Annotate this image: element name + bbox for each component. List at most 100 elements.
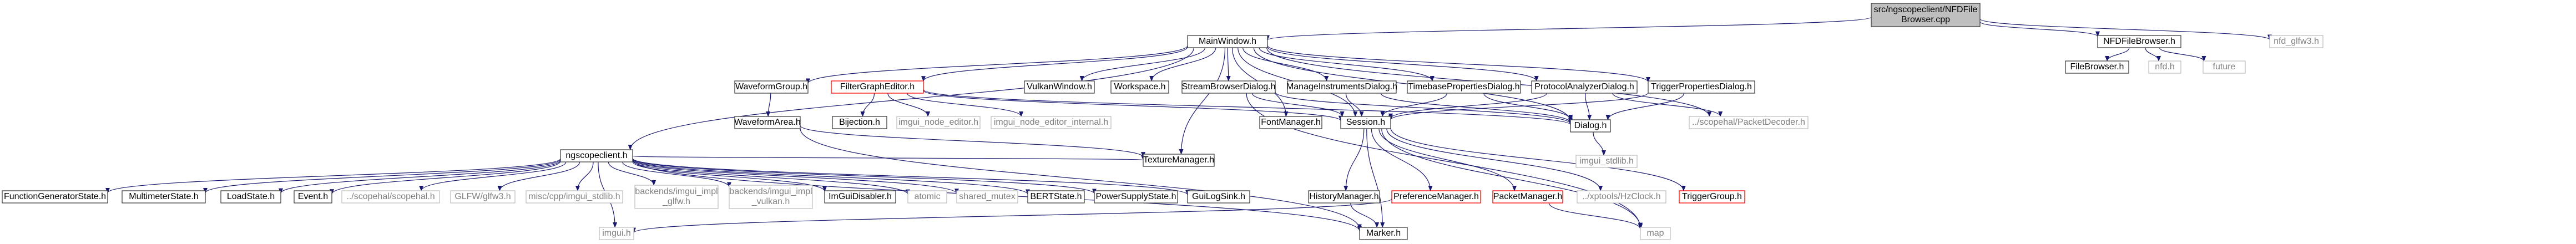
node-label: imgui_stdlib.h bbox=[1579, 156, 1634, 166]
node-label: imgui_node_editor.h bbox=[898, 118, 978, 127]
node-nfd: nfd.h bbox=[2148, 60, 2181, 74]
node-filebrowser[interactable]: FileBrowser.h bbox=[2065, 60, 2129, 74]
nodes-layer: src/ngscopeclient/NFDFileBrowser.cppMain… bbox=[2, 3, 2324, 240]
edge-session-to-marker bbox=[1366, 128, 1385, 228]
node-misc_stdlib: misc/cpp/imgui_stdlib.h bbox=[526, 190, 623, 204]
node-dialog[interactable]: Dialog.h bbox=[1570, 119, 1611, 133]
node-waveformgroup[interactable]: WaveformGroup.h bbox=[734, 80, 809, 94]
node-streambrowser[interactable]: StreamBrowserDialog.h bbox=[1181, 80, 1276, 94]
node-box bbox=[1871, 3, 1981, 27]
node-bertstate[interactable]: BERTState.h bbox=[1027, 190, 1085, 204]
node-timebaseproperties[interactable]: TimebasePropertiesDialog.h bbox=[1407, 80, 1521, 94]
node-label: WaveformArea.h bbox=[734, 118, 800, 127]
edge-ngscopeclient-to-functiongenstate bbox=[105, 158, 561, 194]
node-glfw3: GLFW/glfw3.h bbox=[450, 190, 516, 204]
node-label: backends/imgui_impl bbox=[635, 187, 718, 196]
edge-mainwindow-to-filtergrapheditor bbox=[921, 47, 1188, 82]
node-label: MainWindow.h bbox=[1199, 37, 1256, 46]
node-packetmanager[interactable]: PacketManager.h bbox=[1492, 190, 1563, 204]
node-label: FunctionGeneratorState.h bbox=[4, 192, 106, 201]
edge-timebaseproperties-to-dialog bbox=[1483, 93, 1573, 120]
node-mainwindow[interactable]: MainWindow.h bbox=[1187, 35, 1268, 48]
node-label: future bbox=[2213, 62, 2236, 72]
edge-nfdfilebrowser-to-future bbox=[2159, 47, 2206, 62]
edge-mainwindow-to-protocolanalyzer bbox=[1267, 46, 1539, 82]
node-imguidisabler[interactable]: ImGuiDisabler.h bbox=[824, 190, 896, 204]
node-filtergrapheditor[interactable]: FilterGraphEditor.h bbox=[831, 80, 924, 94]
node-texturemanager[interactable]: TextureManager.h bbox=[1143, 154, 1215, 167]
node-label: Bijection.h bbox=[839, 118, 880, 127]
edge-triggerproperties-to-dialog bbox=[1605, 93, 1685, 120]
node-box bbox=[2203, 60, 2246, 74]
edge-session-to-historymanager bbox=[1343, 128, 1365, 191]
node-label: map bbox=[1646, 228, 1664, 238]
node-box bbox=[1577, 190, 1666, 204]
edge-ngscopeclient-to-atomic bbox=[632, 160, 910, 195]
edge-mainwindow-to-ngscopeclient bbox=[628, 47, 1194, 150]
edge-filtergrapheditor-to-session bbox=[923, 90, 1343, 121]
node-box bbox=[729, 185, 813, 209]
edges-layer bbox=[105, 17, 2272, 233]
node-box bbox=[991, 116, 1112, 129]
node-marker[interactable]: Marker.h bbox=[1359, 227, 1408, 240]
node-label: Workspace.h bbox=[1114, 82, 1165, 92]
edge-mainwindow-to-workspace bbox=[1149, 47, 1216, 82]
node-manageinstruments[interactable]: ManageInstrumentsDialog.h bbox=[1286, 80, 1397, 94]
node-label: TextureManager.h bbox=[1143, 155, 1214, 165]
node-label: MultimeterState.h bbox=[129, 192, 198, 201]
node-bijection[interactable]: Bijection.h bbox=[832, 116, 887, 129]
node-preferencemanager[interactable]: PreferenceManager.h bbox=[1391, 190, 1481, 204]
edge-ngscopeclient-to-impl_glfw bbox=[608, 161, 656, 186]
edge-ngscopeclient-to-loadstate bbox=[279, 160, 561, 194]
node-nfdfilebrowser[interactable]: NFDFileBrowser.h bbox=[2097, 35, 2181, 48]
edge-nfdfilebrowser-to-nfd bbox=[2145, 47, 2161, 62]
node-waveformarea[interactable]: WaveformArea.h bbox=[734, 116, 801, 129]
node-box bbox=[907, 190, 947, 204]
edge-session-to-hzclock bbox=[1386, 128, 1603, 191]
node-map: map bbox=[1640, 227, 1671, 240]
edge-mainwindow-to-vulkanwindow bbox=[1079, 47, 1205, 82]
edge-session-to-map bbox=[1381, 128, 1643, 228]
node-historymanager[interactable]: HistoryManager.h bbox=[1308, 190, 1380, 204]
edge-protocolanalyzer-to-session bbox=[1388, 93, 1547, 119]
node-imgui: imgui.h bbox=[599, 227, 634, 240]
node-triggerproperties[interactable]: TriggerPropertiesDialog.h bbox=[1648, 80, 1755, 94]
edge-mainwindow-to-triggerproperties bbox=[1267, 45, 1650, 83]
node-box bbox=[1679, 190, 1745, 204]
node-triggergroup[interactable]: TriggerGroup.h bbox=[1679, 190, 1745, 204]
node-label: BERTState.h bbox=[1030, 192, 1082, 201]
node-label: ../scopehal/PacketDecoder.h bbox=[1692, 118, 1805, 127]
edge-manageinstruments-to-dialog bbox=[1380, 93, 1573, 124]
node-root[interactable]: src/ngscopeclient/NFDFileBrowser.cpp bbox=[1871, 3, 1981, 27]
node-fontmanager[interactable]: FontManager.h bbox=[1259, 116, 1322, 129]
node-protocolanalyzer[interactable]: ProtocolAnalyzerDialog.h bbox=[1531, 80, 1638, 94]
node-loadstate[interactable]: LoadState.h bbox=[220, 190, 281, 204]
node-session[interactable]: Session.h bbox=[1340, 116, 1391, 129]
edge-session-to-packetmanager bbox=[1378, 128, 1517, 191]
node-box bbox=[220, 190, 281, 204]
node-powersupplystate[interactable]: PowerSupplyState.h bbox=[1094, 190, 1178, 204]
node-label: nfd_glfw3.h bbox=[2274, 37, 2319, 46]
node-label: shared_mutex bbox=[959, 192, 1015, 201]
node-workspace[interactable]: Workspace.h bbox=[1110, 80, 1169, 94]
node-event[interactable]: Event.h bbox=[294, 190, 332, 204]
node-nfd_glfw3: nfd_glfw3.h bbox=[2269, 35, 2324, 48]
node-guilogsink[interactable]: GuiLogSink.h bbox=[1187, 190, 1250, 204]
edge-mainwindow-to-timebaseproperties bbox=[1259, 47, 1435, 82]
node-multimeterstate[interactable]: MultimeterState.h bbox=[122, 190, 206, 204]
node-label: PacketManager.h bbox=[1493, 192, 1563, 201]
edge-root-to-nfdfilebrowser bbox=[1979, 21, 2100, 37]
node-functiongenstate[interactable]: FunctionGeneratorState.h bbox=[2, 190, 108, 204]
edge-mainwindow-to-waveformgroup bbox=[806, 45, 1188, 84]
node-ngscopeclient[interactable]: ngscopeclient.h bbox=[560, 149, 633, 162]
edge-mainwindow-to-manageinstruments bbox=[1242, 47, 1329, 82]
node-box bbox=[294, 190, 332, 204]
node-vulkanwindow[interactable]: VulkanWindow.h bbox=[1024, 80, 1095, 94]
node-label: WaveformGroup.h bbox=[735, 82, 807, 92]
edge-ngscopeclient-to-impl_vulkan bbox=[622, 161, 731, 188]
edge-protocolanalyzer-to-dialog bbox=[1585, 93, 1592, 120]
node-atomic: atomic bbox=[907, 190, 947, 204]
node-box bbox=[1187, 190, 1250, 204]
node-box bbox=[2065, 60, 2129, 74]
